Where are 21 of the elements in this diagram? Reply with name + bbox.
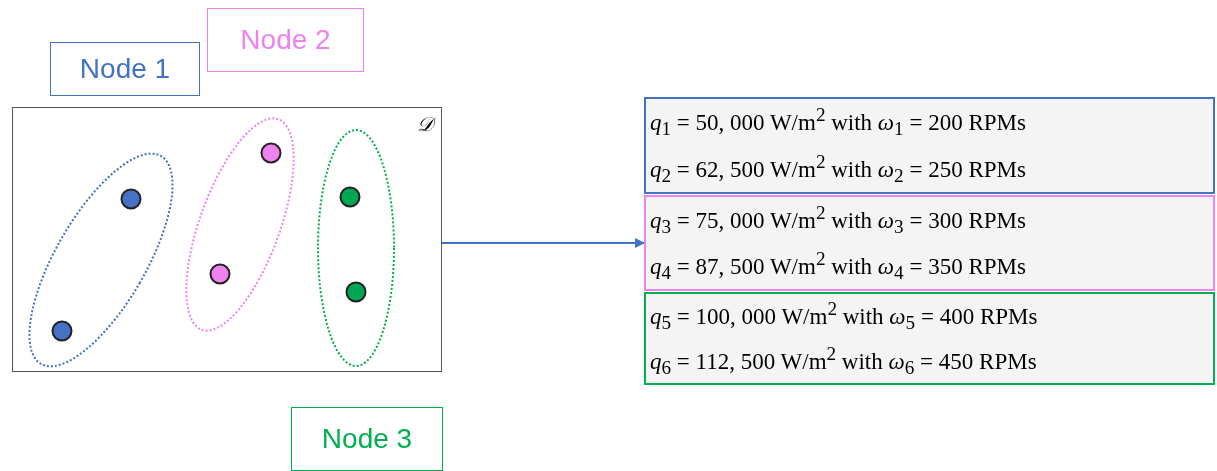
formula-line: q$_{6}$ = 112, 500 W/m$^{2}$ with ω$_{6}$ = 450 RPMs: [650, 342, 1038, 379]
parameter-box: [644, 97, 1215, 194]
point-marker: [260, 142, 282, 164]
node-label-box: Node 2: [207, 8, 364, 72]
formula-line: q$_{5}$ = 100, 000 W/m$^{2}$ with ω$_{5}$ = 400 RPMs: [650, 298, 1039, 335]
node-label-box: Node 3: [291, 407, 443, 471]
formula-line: q$_{1}$ = 50, 000 W/m$^{2}$ with ω$_{1}$ = 200 RPMs: [650, 104, 1027, 141]
parameter-box: [644, 195, 1215, 291]
node-label-box: Node 1: [50, 42, 200, 96]
point-marker: [339, 186, 361, 208]
point-marker: [209, 263, 231, 285]
point-marker: [51, 320, 73, 342]
formula-line: q$_{2}$ = 62, 500 W/m$^{2}$ with ω$_{2}$ = 250 RPMs: [650, 150, 1027, 187]
point-marker: [120, 188, 142, 210]
arrow: [441, 238, 645, 248]
parameter-box: [644, 292, 1215, 385]
formula-line: q$_{4}$ = 87, 500 W/m$^{2}$ with ω$_{4}$ = 350 RPMs: [650, 247, 1027, 285]
point-marker: [345, 281, 367, 303]
cluster-ellipse: [316, 128, 396, 368]
domain-box: [12, 107, 442, 372]
formula-line: q$_{3}$ = 75, 000 W/m$^{2}$ with ω$_{3}$ = 300 RPMs: [650, 201, 1027, 239]
